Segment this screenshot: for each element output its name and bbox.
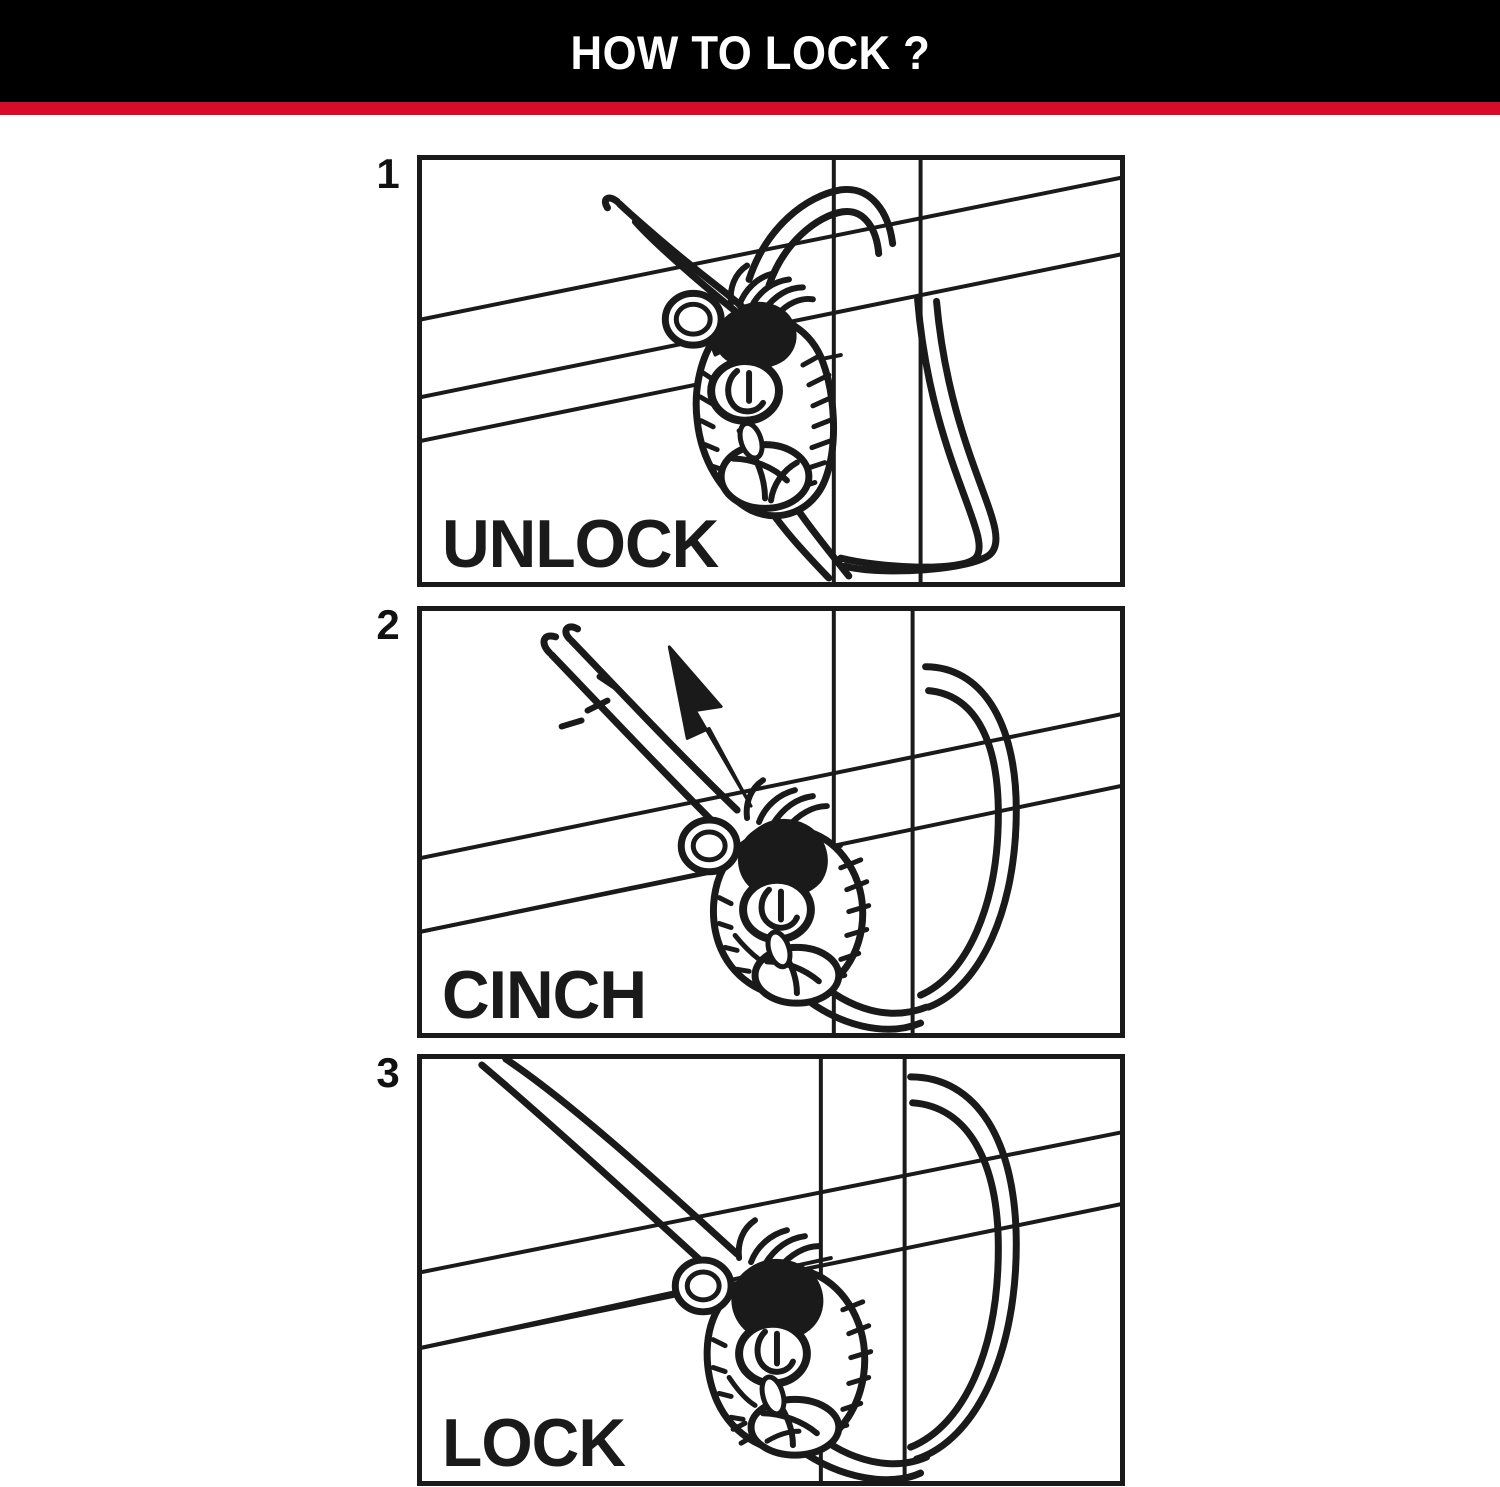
step-number-1: 1: [376, 150, 400, 197]
cinch-illustration: [422, 611, 1120, 1033]
step-2-panel: CINCH: [417, 606, 1125, 1038]
lock-illustration: [422, 1059, 1120, 1481]
header-red-rule: [0, 102, 1500, 115]
step-number-3: 3: [376, 1049, 400, 1096]
page-title: HOW TO LOCK ?: [570, 25, 930, 79]
step-number-2: 2: [376, 601, 400, 648]
step-2: 2: [0, 596, 1500, 1039]
cinch-direction-arrow: [667, 645, 753, 808]
step-3-panel: LOCK: [417, 1054, 1125, 1486]
instruction-steps: 1: [0, 115, 1500, 1487]
header-banner: HOW TO LOCK ?: [0, 0, 1500, 102]
step-1: 1: [0, 145, 1500, 588]
unlock-illustration: [422, 160, 1120, 582]
step-1-panel: UNLOCK: [417, 155, 1125, 587]
step-3: 3: [0, 1044, 1500, 1487]
